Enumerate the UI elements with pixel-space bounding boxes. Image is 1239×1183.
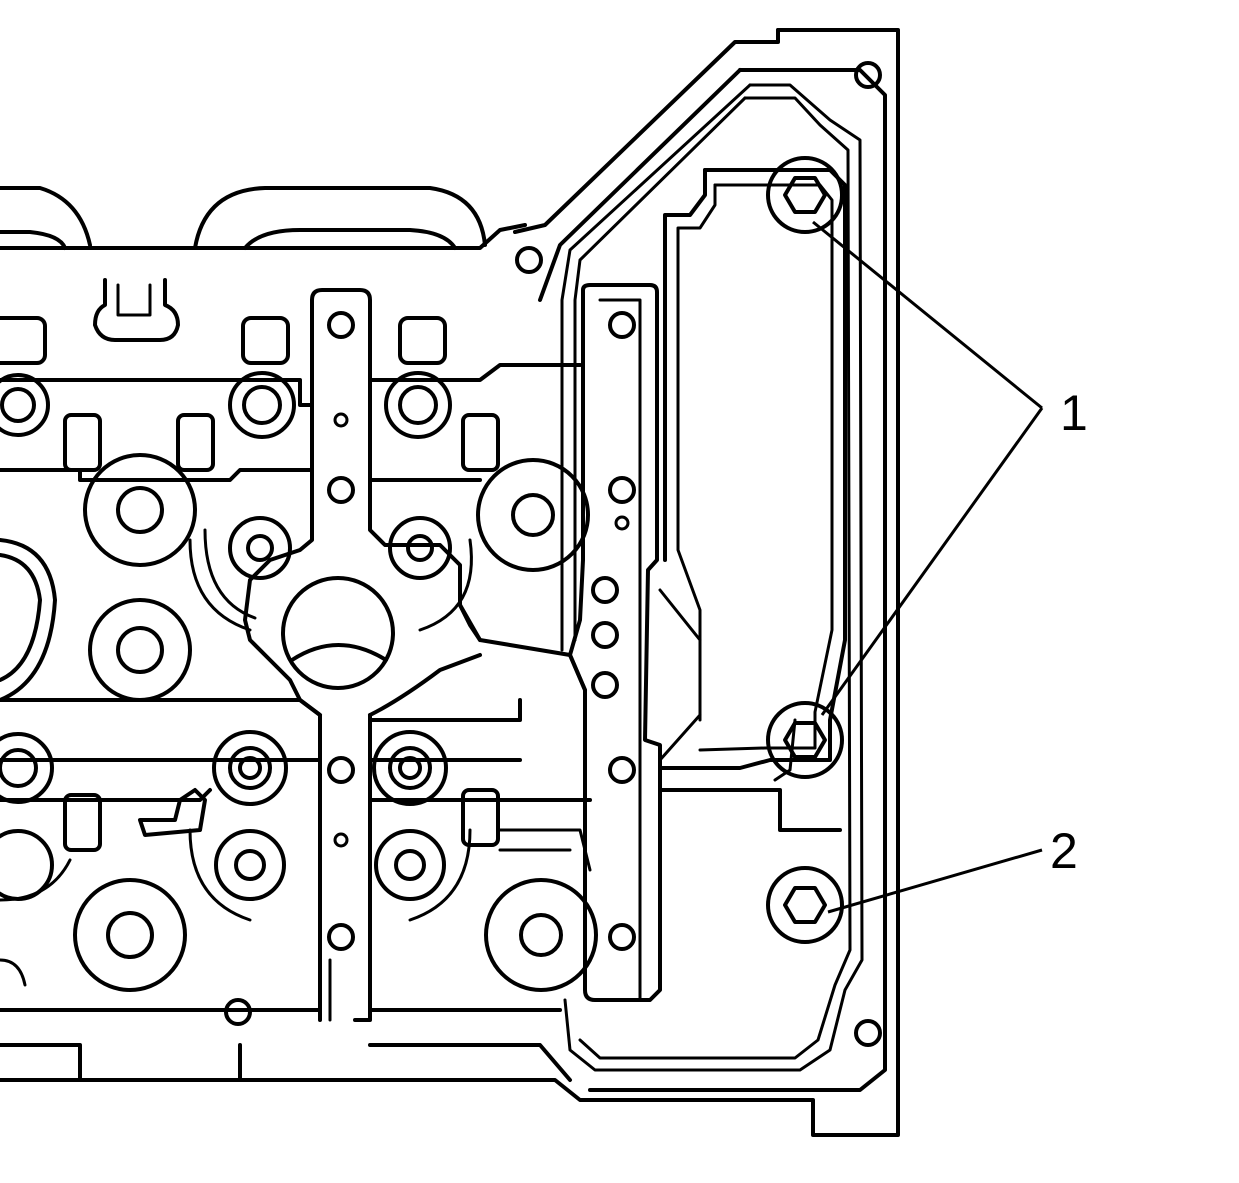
leader-1-lower — [820, 407, 1044, 716]
callout-1: 1 — [1060, 385, 1088, 441]
center-bore — [281, 576, 395, 690]
access-cover-recess — [658, 168, 847, 832]
timing-plate — [568, 283, 662, 1002]
housing-outline — [0, 28, 900, 1137]
callout-2: 2 — [1050, 823, 1078, 879]
bolt-upper — [766, 156, 844, 234]
top-cam-humps — [0, 186, 487, 250]
callouts: 1 2 — [1050, 385, 1088, 879]
central-cross-plate — [243, 288, 587, 1022]
leader-1-upper — [812, 220, 1043, 410]
bores — [0, 61, 882, 1047]
bolt-middle — [766, 701, 844, 779]
bolt-lower — [766, 866, 844, 944]
bolts — [766, 156, 844, 944]
leader-2 — [827, 848, 1043, 914]
leader-lines — [812, 220, 1044, 914]
